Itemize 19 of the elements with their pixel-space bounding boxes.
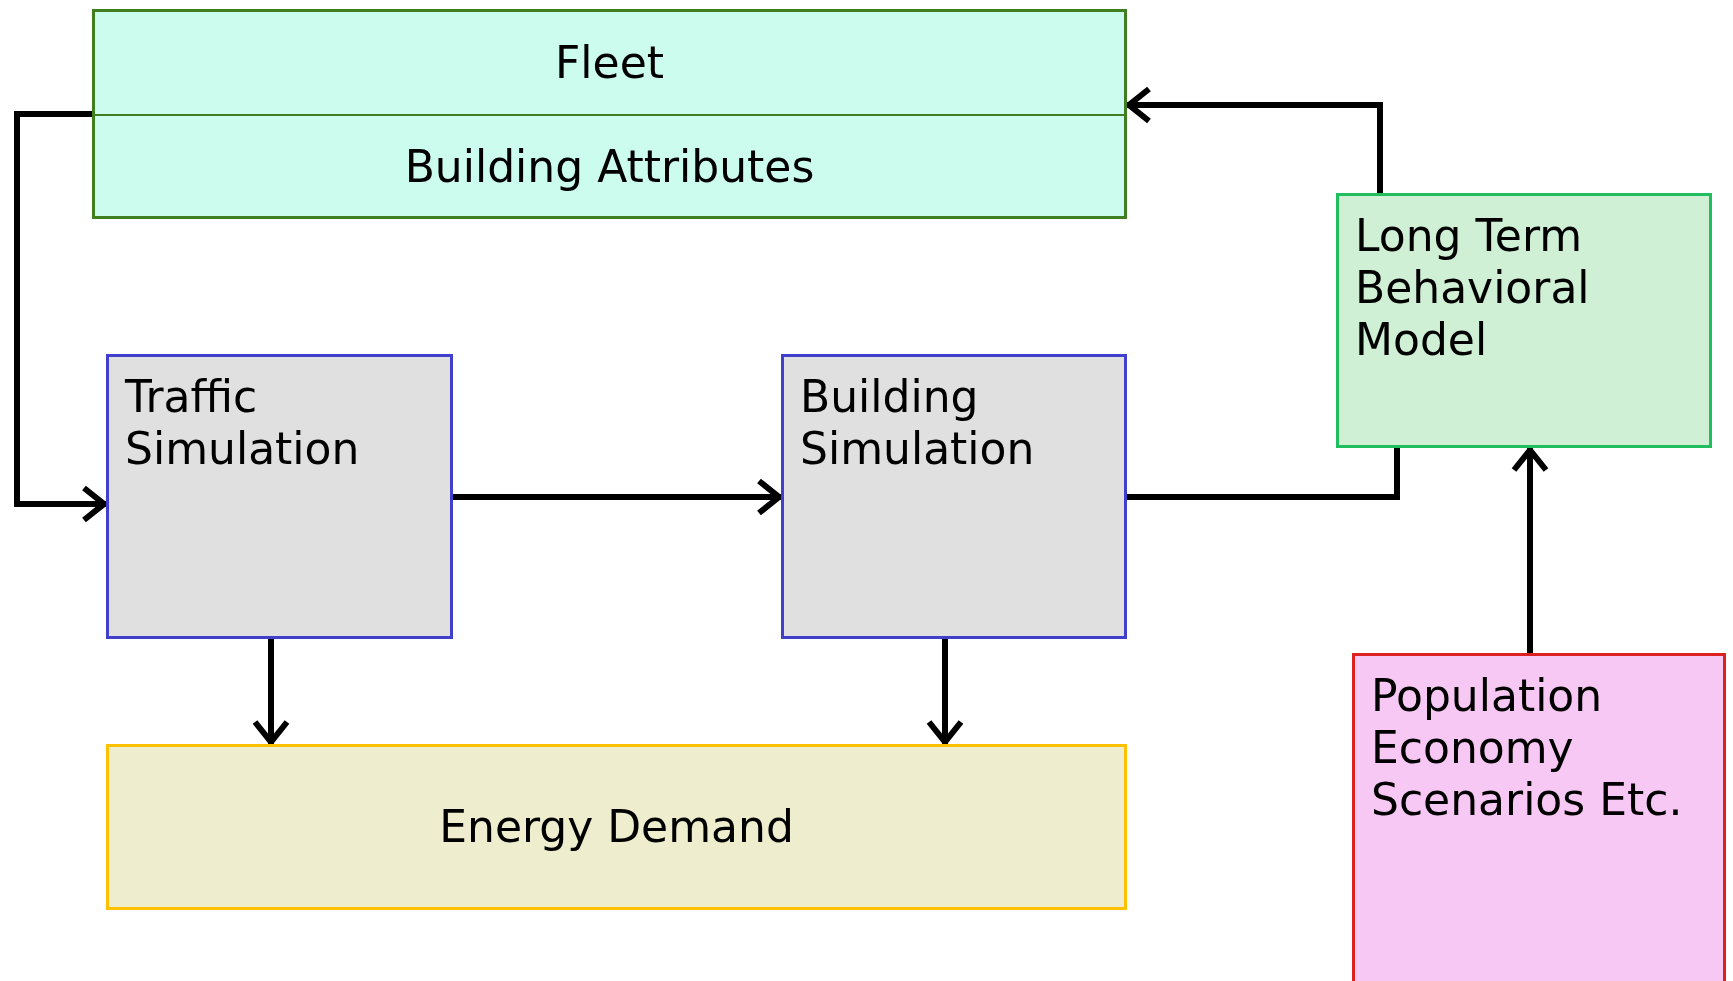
arrow — [453, 478, 782, 516]
arrow — [926, 639, 964, 745]
box-label: Traffic Simulation — [125, 371, 361, 475]
box-label: Long Term Behavioral Model — [1355, 210, 1591, 366]
box-label: Population Economy Scenarios Etc. — [1371, 670, 1684, 826]
process-box — [1352, 653, 1726, 981]
process-box — [1336, 193, 1712, 448]
box-label: Building Attributes — [404, 141, 815, 193]
process-box — [781, 354, 1127, 639]
box-label: Building Simulation — [800, 371, 1036, 475]
arrow — [252, 639, 290, 745]
process-box — [106, 744, 1127, 910]
arrow — [1126, 86, 1383, 193]
arrow — [14, 111, 107, 523]
process-box — [92, 9, 1127, 219]
arrow — [1511, 447, 1549, 653]
process-box — [106, 354, 453, 639]
box-label: Energy Demand — [439, 801, 794, 853]
box-label: Fleet — [555, 37, 664, 89]
